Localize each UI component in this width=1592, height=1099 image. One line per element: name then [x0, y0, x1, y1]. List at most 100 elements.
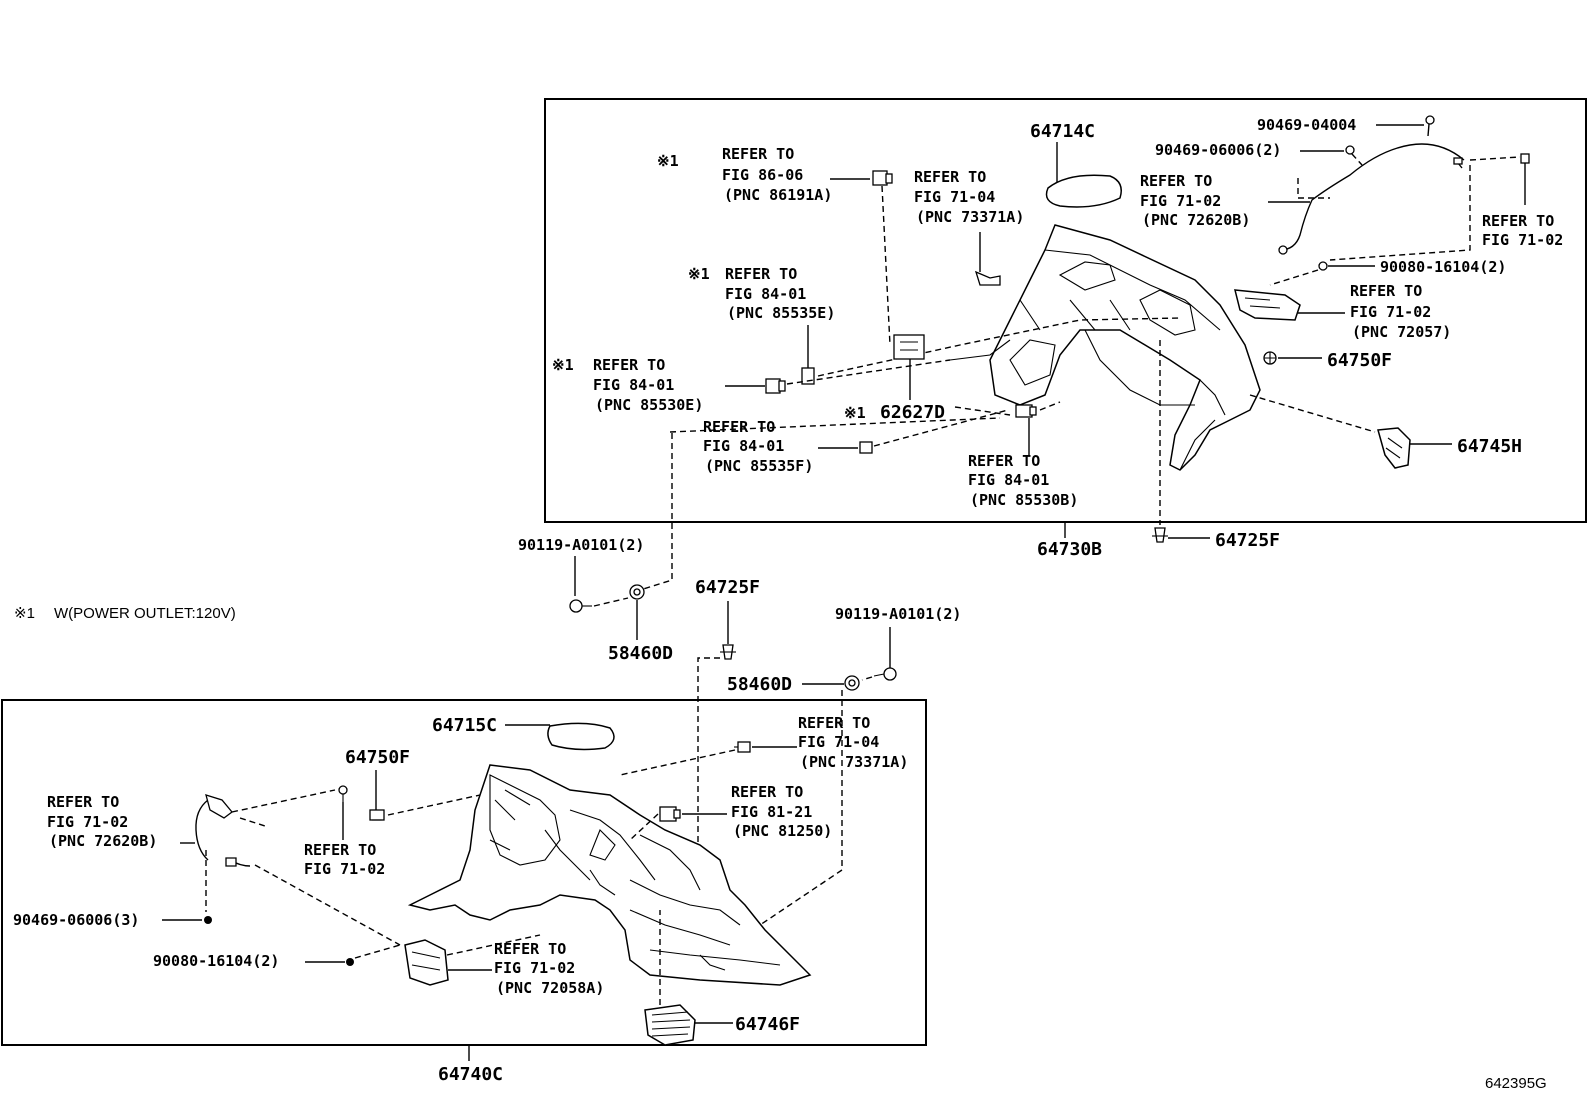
upper-quarter-trim-panel[interactable]: [949, 224, 1261, 471]
ref-7102-upper-right-l1: REFER TO: [1482, 212, 1554, 230]
clip-90469-06006-lower[interactable]: [204, 916, 212, 924]
clip-90080-16104-lower[interactable]: [346, 958, 354, 966]
ref-85535E-l2: FIG 84-01: [725, 285, 806, 303]
ref-85530B-l2: FIG 84-01: [968, 471, 1049, 489]
ref-72058A-l3: (PNC 72058A): [496, 979, 604, 997]
lower-assembly-frame: [1, 699, 927, 1046]
part-62627D-bracket[interactable]: [893, 334, 925, 360]
ref-7102-lower-l2: FIG 71-02: [304, 860, 385, 878]
fastener-90469-06006-lower-label: 90469-06006(3): [13, 911, 139, 929]
ref-73371A-lower-l2: FIG 71-04: [798, 733, 879, 751]
clip-64725F-middle[interactable]: [720, 644, 736, 660]
bracket-72057[interactable]: [1234, 289, 1301, 321]
fastener-90080-16104-lower-label: 90080-16104(2): [153, 952, 279, 970]
lower-quarter-trim-panel[interactable]: [407, 764, 812, 986]
grommet-58460D-right[interactable]: [844, 675, 860, 691]
ref-72058A-l2: FIG 71-02: [494, 959, 575, 977]
part-58460D-left-label: 58460D: [608, 643, 673, 664]
fastener-90469-04004-label: 90469-04004: [1257, 116, 1356, 134]
screw-7102-lower[interactable]: [338, 785, 348, 802]
screw-90119-A0101-right[interactable]: [873, 667, 897, 681]
part-64725F-middle-label: 64725F: [695, 577, 760, 598]
ref-85530E-mark: ※1: [552, 356, 574, 374]
footnote-mark: ※1: [14, 605, 35, 622]
ref-73371A-lower-l1: REFER TO: [798, 714, 870, 732]
ref-81250-l3: (PNC 81250): [733, 822, 832, 840]
ref-73371A-upper-l3: (PNC 73371A): [916, 208, 1024, 226]
part-64746F[interactable]: [644, 1004, 696, 1046]
clip-73371A-upper[interactable]: [974, 270, 1001, 286]
screw-90119-A0101-left[interactable]: [569, 599, 592, 613]
clip-90469-06006-upper[interactable]: [1345, 145, 1355, 155]
part-64715C-label: 64715C: [432, 715, 497, 736]
ref-86191A-l1: REFER TO: [722, 145, 794, 163]
ref-85530E-l1: REFER TO: [593, 356, 665, 374]
ref-72620B-lower-l1: REFER TO: [47, 793, 119, 811]
ref-85535E-l3: (PNC 85535E): [727, 304, 835, 322]
assembly-64730B-label: 64730B: [1037, 539, 1102, 560]
ref-7102-upper-right-l2: FIG 71-02: [1482, 231, 1563, 249]
ref-86191A-mark: ※1: [657, 152, 679, 170]
clip-64725F-upper[interactable]: [1152, 527, 1168, 543]
ref-85530B-l1: REFER TO: [968, 452, 1040, 470]
part-64746F-label: 64746F: [735, 1014, 800, 1035]
ref-85535E-l1: REFER TO: [725, 265, 797, 283]
figure-code: 642395G: [1485, 1075, 1547, 1092]
ref-72057-l2: FIG 71-02: [1350, 303, 1431, 321]
outlet-86191A[interactable]: [872, 170, 893, 186]
clip-73371A-lower[interactable]: [734, 741, 751, 753]
part-64714C-label: 64714C: [1030, 121, 1095, 142]
part-62627D-mark: ※1: [844, 404, 866, 422]
cover-64715C[interactable]: [547, 722, 615, 751]
ref-72057-l3: (PNC 72057): [1352, 323, 1451, 341]
fastener-90119-A0101-left-label: 90119-A0101(2): [518, 536, 644, 554]
part-58460D-right-label: 58460D: [727, 674, 792, 695]
grommet-58460D-left[interactable]: [629, 584, 645, 600]
clip-90080-16104-upper[interactable]: [1318, 261, 1328, 271]
clip-85530B[interactable]: [1015, 404, 1037, 418]
footnote-text: W(POWER OUTLET:120V): [54, 605, 236, 622]
ref-85535F-l2: FIG 84-01: [703, 437, 784, 455]
ref-85530E-l2: FIG 84-01: [593, 376, 674, 394]
fastener-90080-16104-upper-label: 90080-16104(2): [1380, 258, 1506, 276]
fastener-90469-06006-upper-label: 90469-06006(2): [1155, 141, 1281, 159]
ref-85530E-l3: (PNC 85530E): [595, 396, 703, 414]
part-64745H-label: 64745H: [1457, 436, 1522, 457]
ref-86191A-l2: FIG 86-06: [722, 166, 803, 184]
cover-64714C[interactable]: [1045, 174, 1122, 208]
clip-85530E[interactable]: [765, 378, 786, 394]
ref-7102-lower-l1: REFER TO: [304, 841, 376, 859]
clip-90469-04004[interactable]: [1425, 115, 1435, 125]
ref-85535F-l3: (PNC 85535F): [705, 457, 813, 475]
ref-81250-l1: REFER TO: [731, 783, 803, 801]
ref-72620B-upper-l1: REFER TO: [1140, 172, 1212, 190]
ref-72620B-lower-l3: (PNC 72620B): [49, 832, 157, 850]
fastener-90119-A0101-right-label: 90119-A0101(2): [835, 605, 961, 623]
ref-86191A-l3: (PNC 86191A): [724, 186, 832, 204]
part-64750F-upper-label: 64750F: [1327, 350, 1392, 371]
part-64750F-lower-label: 64750F: [345, 747, 410, 768]
ref-85535F-l1: REFER TO: [703, 418, 775, 436]
cable-72620B-upper: [1279, 143, 1465, 251]
clip-81250[interactable]: [659, 806, 681, 822]
clip-85535F[interactable]: [859, 441, 873, 454]
ref-85535E-mark: ※1: [688, 265, 710, 283]
clip-64750F-lower[interactable]: [369, 809, 385, 821]
ref-72620B-upper-l3: (PNC 72620B): [1142, 211, 1250, 229]
ref-72058A-l1: REFER TO: [494, 940, 566, 958]
ref-73371A-lower-l3: (PNC 73371A): [800, 753, 908, 771]
ref-72620B-upper-l2: FIG 71-02: [1140, 192, 1221, 210]
part-64745H[interactable]: [1377, 427, 1411, 469]
assembly-64740C-label: 64740C: [438, 1064, 503, 1085]
ref-85530B-l3: (PNC 85530B): [970, 491, 1078, 509]
ref-72057-l1: REFER TO: [1350, 282, 1422, 300]
clip-64750F-upper[interactable]: [1263, 351, 1277, 365]
ref-81250-l2: FIG 81-21: [731, 803, 812, 821]
bracket-72058A[interactable]: [404, 939, 449, 986]
ref-73371A-upper-l1: REFER TO: [914, 168, 986, 186]
ref-73371A-upper-l2: FIG 71-04: [914, 188, 995, 206]
part-64725F-upper-label: 64725F: [1215, 530, 1280, 551]
ref-72620B-lower-l2: FIG 71-02: [47, 813, 128, 831]
part-62627D-label: 62627D: [880, 402, 945, 423]
